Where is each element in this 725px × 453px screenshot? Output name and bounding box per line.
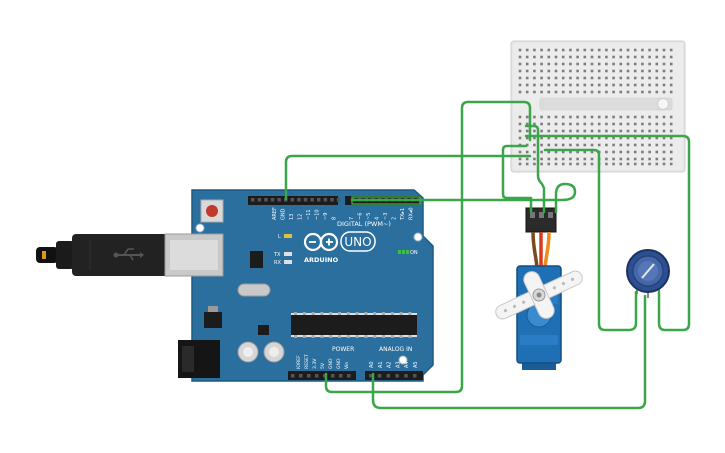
- breadboard[interactable]: [510, 40, 686, 173]
- wire-pin9-to-servo[interactable]: [350, 182, 577, 214]
- analog-pin-label: A1: [378, 361, 384, 368]
- digital-pin-label: RX◂0: [409, 207, 415, 220]
- power-pin-label: 3.3V: [312, 358, 318, 369]
- digital-pin-label: ~5: [366, 213, 372, 220]
- digital-pin-label: ~11: [306, 209, 312, 220]
- power-label: POWER: [332, 346, 354, 353]
- digital-label: DIGITAL (PWM~): [337, 220, 391, 228]
- wire-5v-to-breadboard[interactable]: [324, 100, 532, 394]
- wire-breadboard-to-pot-right[interactable]: [524, 134, 691, 332]
- power-pin-label: 5V: [320, 362, 326, 369]
- power-pin-label: GND: [336, 358, 342, 369]
- digital-pin-label: ~3: [383, 213, 389, 220]
- analog-pin-label: A4: [404, 361, 410, 368]
- on-label: ON: [410, 250, 418, 256]
- digital-pin-label: 13: [289, 214, 295, 220]
- usb-cable: [36, 234, 168, 276]
- analog-label: ANALOG IN: [379, 346, 412, 353]
- digital-pin-label: 7: [349, 217, 355, 220]
- led-tx-label: TX: [273, 252, 281, 258]
- wire-breadboard-to-servo-gnd[interactable]: [501, 144, 533, 214]
- wire-breadboard-to-pot-left[interactable]: [543, 148, 638, 332]
- digital-pin-label: 2: [392, 217, 398, 220]
- power-pin-label: GND: [328, 358, 334, 369]
- atmega-chip: [291, 312, 417, 338]
- wires: [284, 100, 691, 410]
- digital-pin-label: ~9: [323, 213, 329, 220]
- power-pin-label: Vin: [344, 362, 350, 369]
- model-label: UNO: [344, 235, 371, 249]
- brand-label: ARDUINO: [304, 256, 339, 264]
- digital-pin-label: GND: [281, 208, 287, 220]
- digital-pin-label: AREF: [272, 207, 278, 220]
- wire-a0-to-potentiometer[interactable]: [371, 294, 647, 410]
- analog-pin-label: A0: [369, 361, 375, 368]
- breadboard-holes: [518, 48, 673, 166]
- servo-motor[interactable]: [486, 207, 592, 370]
- digital-pin-label: 8: [332, 217, 338, 220]
- power-pin-label: IOREF: [296, 355, 302, 369]
- power-pin-label: RESET: [304, 354, 310, 369]
- usb-icon: [113, 248, 144, 261]
- led-rx-label: RX: [274, 260, 281, 266]
- analog-pin-label: A2: [387, 361, 393, 368]
- wire-breadboard-to-servo-power[interactable]: [524, 124, 546, 214]
- digital-pin-label: ~10: [315, 209, 321, 220]
- reset-button[interactable]: [200, 199, 224, 223]
- arduino-logo-icon: [303, 232, 339, 252]
- led-l-label: L: [278, 234, 281, 240]
- digital-pin-label: ~6: [358, 213, 364, 220]
- analog-pin-label: A5: [413, 361, 419, 368]
- wire-gnd-to-breadboard[interactable]: [284, 154, 532, 201]
- digital-pin-label: TX▸1: [400, 208, 406, 221]
- analog-pin-label: A3: [395, 361, 401, 368]
- potentiometer[interactable]: [626, 249, 670, 298]
- digital-pin-label: 12: [298, 214, 304, 220]
- digital-pin-label: 4: [375, 217, 381, 220]
